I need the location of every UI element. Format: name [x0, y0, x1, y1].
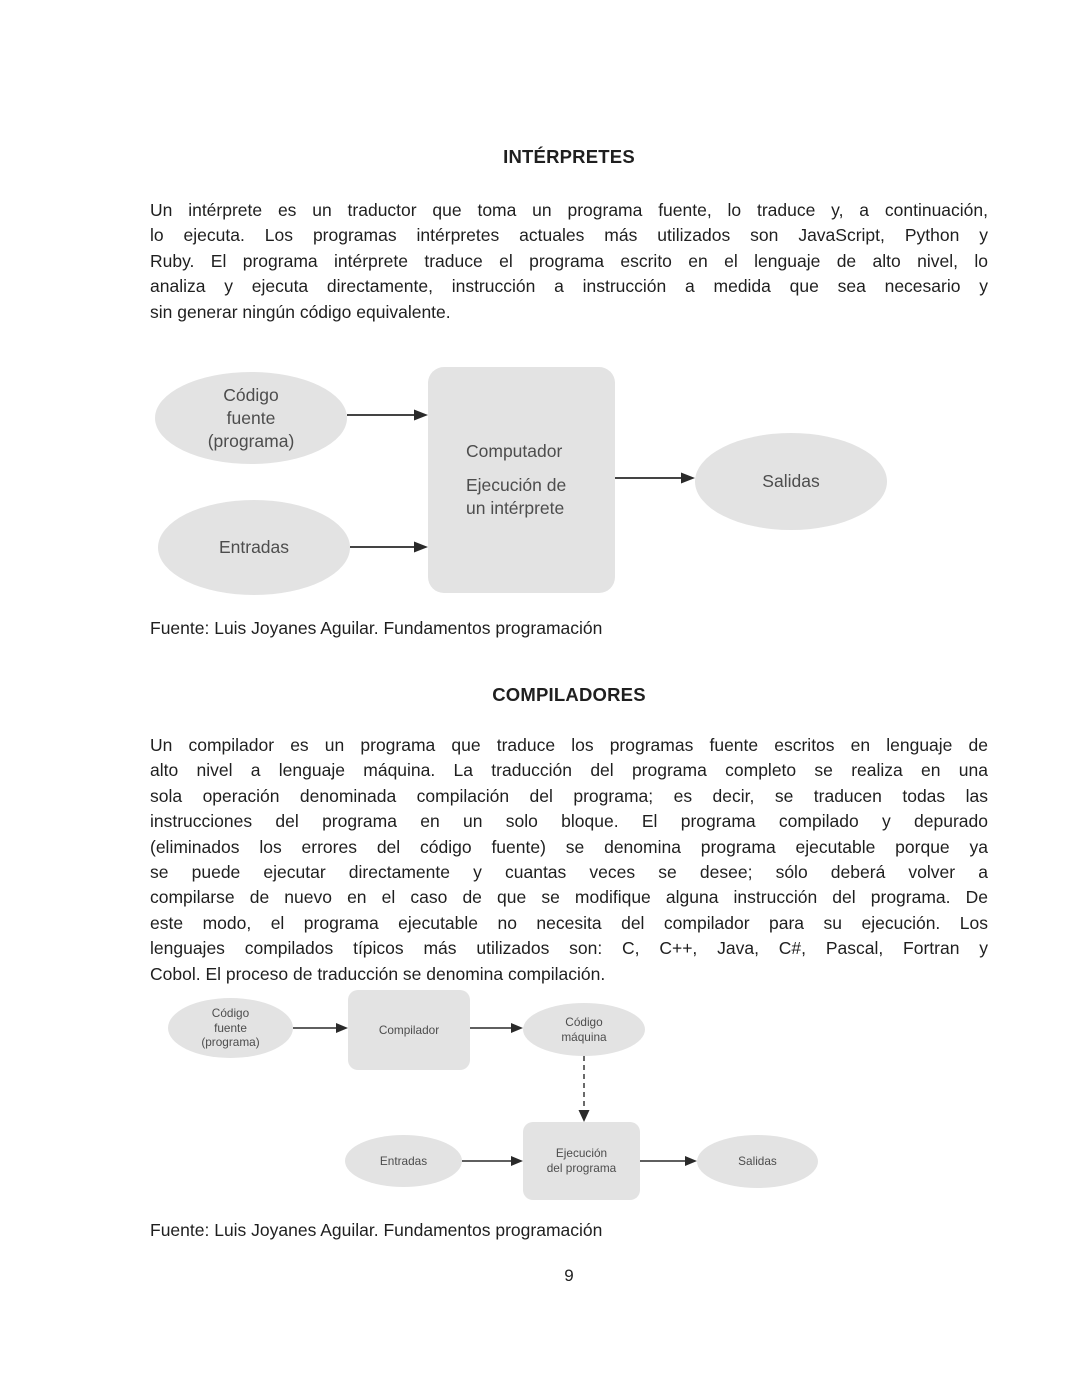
arrow-inputs-to-execution: [462, 1156, 523, 1166]
node-label: fuente: [214, 1020, 247, 1035]
paragraph-line: Cobol. El proceso de traducción se denom…: [150, 963, 606, 984]
paragraph-line: este modo, el programa ejecutable no nec…: [150, 912, 988, 933]
paragraph-line: compilarse de nuevo en el caso de que se…: [150, 887, 988, 908]
node-label: Entradas: [379, 1153, 428, 1168]
node-label: un intérprete: [466, 498, 565, 518]
paragraph-line: sin generar ningún código equivalente.: [150, 301, 451, 322]
node-label: del programa: [546, 1161, 617, 1175]
paragraph-line: alto nivel a lenguaje máquina. La traduc…: [150, 760, 988, 781]
paragraph-line: sola operación denominada compilación de…: [150, 785, 988, 806]
arrow-source-to-compiler: [293, 1023, 348, 1033]
compiler-box: Compilador: [348, 990, 470, 1070]
paragraph-line: lenguajes compilados típicos más utiliza…: [150, 938, 988, 959]
node-label: Entradas: [218, 537, 290, 557]
node-label: (programa): [201, 1035, 260, 1050]
paragraph-line: se puede ejecutar directamente y cuantas…: [150, 862, 988, 883]
inputs-ellipse: Entradas: [345, 1135, 462, 1187]
node-label: Código: [565, 1014, 603, 1029]
compiladores-title: COMPILADORES: [492, 684, 646, 705]
outputs-ellipse: Salidas: [695, 433, 887, 530]
paragraph-line: instrucciones del programa en un solo bl…: [150, 811, 988, 832]
paragraph-line: Ruby. El programa intérprete traduce el …: [150, 250, 988, 271]
node-label: Ejecución de: [466, 475, 567, 495]
outputs-ellipse: Salidas: [697, 1135, 818, 1188]
node-label: Ejecución: [555, 1146, 608, 1161]
node-label: (programa): [207, 430, 295, 451]
source-caption: Fuente: Luis Joyanes Aguilar. Fundamento…: [150, 1220, 603, 1240]
arrow-source-to-computer: [347, 409, 428, 421]
node-sublabel: Ejecución de un intérprete: [466, 474, 566, 520]
node-label: fuente: [226, 407, 276, 428]
interpreter-diagram: Código fuente (programa) Entradas Comput…: [150, 360, 890, 600]
page-number: 9: [564, 1266, 574, 1285]
inputs-ellipse: Entradas: [158, 500, 350, 595]
node-label: Salidas: [762, 471, 820, 491]
paragraph-line: (eliminados los errores del código fuent…: [150, 836, 988, 857]
machine-code-ellipse: Código máquina: [523, 1003, 645, 1056]
paragraph-line: Un intérprete es un traductor que toma u…: [150, 200, 988, 220]
arrow-computer-to-outputs: [615, 472, 695, 484]
execution-box: Ejecución del programa: [523, 1122, 640, 1200]
compiler-diagram: Código fuente (programa) Compilador Códi…: [150, 985, 890, 1210]
paragraph-line: analiza y ejecuta directamente, instrucc…: [150, 276, 988, 297]
computer-box: Computador Ejecución de un intérprete: [428, 367, 615, 593]
node-label: Código: [211, 1005, 250, 1020]
arrow-execution-to-outputs: [640, 1156, 697, 1166]
source-code-ellipse: Código fuente (programa): [168, 998, 293, 1058]
interpretes-title: INTÉRPRETES: [503, 146, 635, 167]
interpretes-paragraph: Un intérprete es un traductor que toma u…: [150, 198, 988, 325]
node-label: Código: [223, 384, 279, 405]
arrow-machine-code-to-execution-dashed: [578, 1056, 590, 1122]
node-label: Salidas: [738, 1154, 777, 1169]
paragraph-line: lo ejecuta. Los programas intérpretes ac…: [150, 225, 988, 246]
paragraph-line: Un compilador es un programa que traduce…: [150, 735, 988, 755]
node-label: Computador: [466, 441, 563, 461]
compiladores-paragraph: Un compilador es un programa que traduce…: [150, 733, 988, 987]
arrow-inputs-to-computer: [350, 541, 428, 553]
node-label: Compilador: [378, 1022, 440, 1037]
source-caption: Fuente: Luis Joyanes Aguilar. Fundamento…: [150, 618, 603, 638]
source-code-ellipse: Código fuente (programa): [155, 372, 347, 464]
arrow-compiler-to-machine-code: [470, 1023, 523, 1033]
node-label: máquina: [561, 1029, 607, 1044]
